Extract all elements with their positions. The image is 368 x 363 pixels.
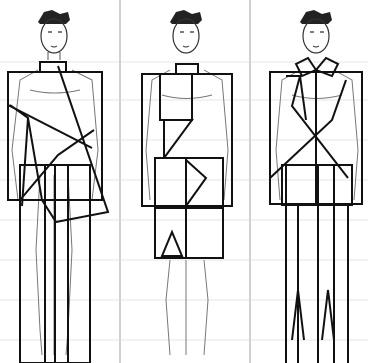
middle-overlay: [142, 64, 232, 258]
left-panel: [8, 10, 108, 363]
middle-head: [170, 10, 202, 53]
right-panel: [270, 10, 362, 363]
right-head: [300, 10, 332, 53]
left-head: [38, 10, 70, 60]
left-overlay: [8, 62, 108, 363]
right-overlay: [270, 58, 362, 363]
